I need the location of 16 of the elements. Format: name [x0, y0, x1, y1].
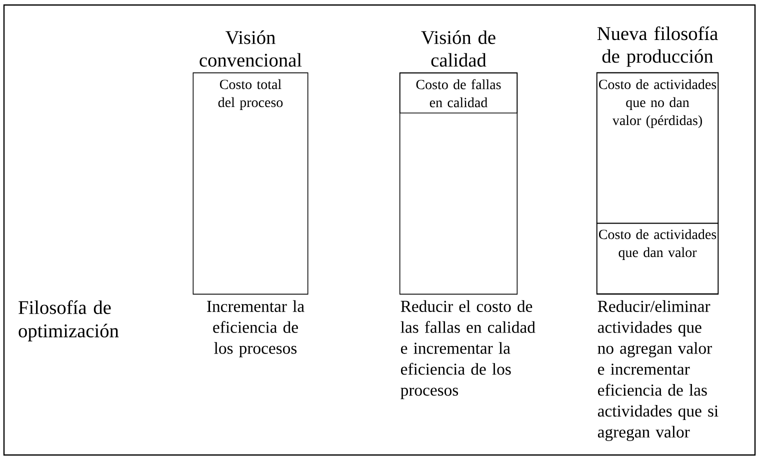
column-heading: Nueva filosofía de producción: [597, 26, 718, 67]
description-text: Reducir/eliminar actividades que no agregan valor e incrementar eficiencia de las actividades que si agregan valor: [598, 300, 718, 442]
row-heading: Filosofía de optimización: [18, 300, 119, 342]
cost-band: [596, 222, 719, 294]
column-heading: Visión convencional: [200, 30, 302, 67]
cost-band: [596, 72, 719, 224]
description-text: Reducir el costo de las fallas en calidad e incrementar la eficiencia de los procesos: [400, 300, 536, 400]
box-text: Costo de fallas en calidad: [416, 79, 501, 108]
column-heading: Visión de calidad: [421, 30, 496, 67]
cost-bar: [399, 30, 518, 295]
cost-band: [399, 72, 518, 114]
box-text: Costo total del proceso: [218, 79, 283, 110]
box-text: Costo de actividades que dan valor: [598, 229, 716, 260]
box-text: Costo de actividades que no dan valor (pérdidas): [598, 79, 716, 128]
cost-bar: [192, 30, 308, 295]
cost-bar: [596, 26, 719, 295]
